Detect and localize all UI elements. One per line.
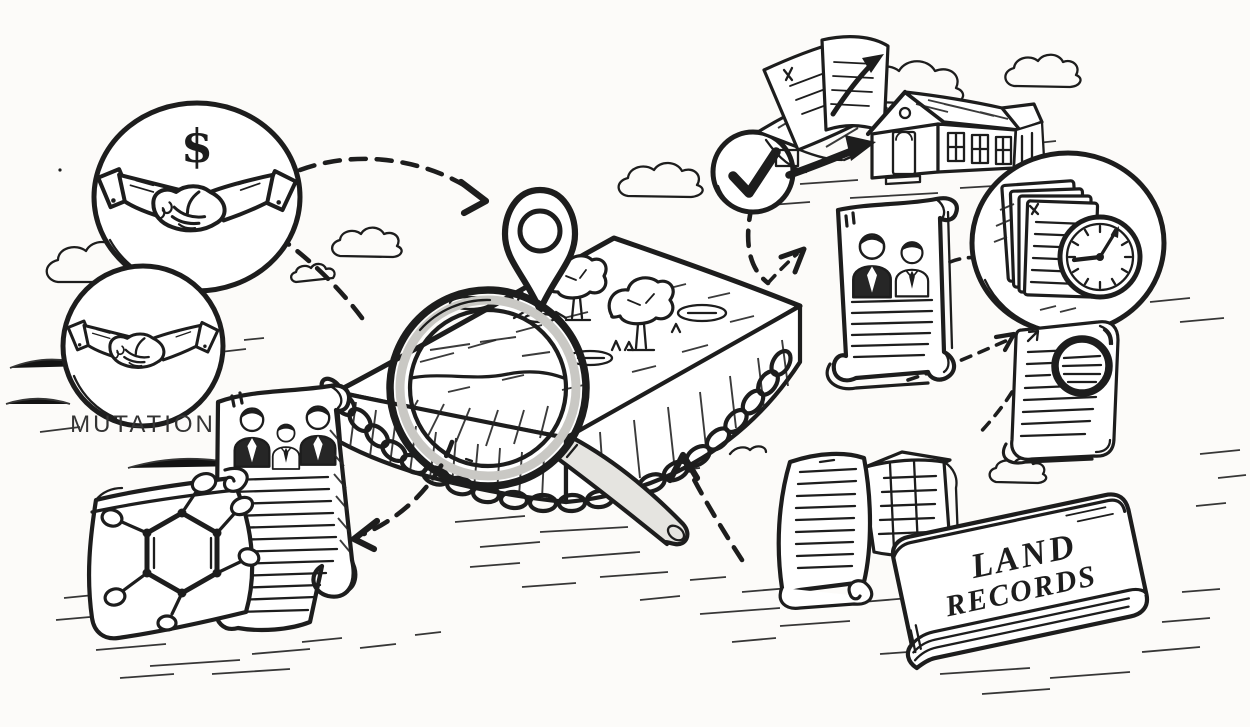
cloud-icon xyxy=(289,262,336,284)
arrowhead xyxy=(666,451,701,484)
check-circle-icon xyxy=(710,129,796,215)
land-parcel xyxy=(319,186,803,547)
location-pin-icon xyxy=(501,186,579,324)
cloud-icon xyxy=(330,226,403,259)
magnifier-icon xyxy=(386,286,690,547)
arrow-check-to-owners xyxy=(745,202,771,286)
land-records-book: LAND RECORDS xyxy=(890,492,1150,671)
windows xyxy=(946,131,1034,166)
arrow-plot-to-family xyxy=(361,439,455,537)
arrowhead xyxy=(845,135,876,161)
clock-icon xyxy=(1057,214,1143,300)
arrowhead xyxy=(993,331,1017,353)
molecule-icon xyxy=(100,471,261,632)
sale-handshake-badge: $ xyxy=(91,100,303,294)
arrowhead xyxy=(862,54,884,73)
arrowhead xyxy=(350,517,381,553)
link-owners-to-inspected xyxy=(906,338,1010,382)
mutation-label: MUTATION xyxy=(70,411,216,438)
arrow-sale-to-plot xyxy=(297,156,481,197)
documents-clock-badge xyxy=(969,150,1167,336)
cloud-icon xyxy=(1004,53,1082,89)
dollar-sign: $ xyxy=(181,119,213,173)
house-transfer xyxy=(756,35,1046,186)
check-mark xyxy=(728,147,781,198)
lens-view xyxy=(410,336,566,447)
deed-papers-icon xyxy=(762,35,890,162)
house-icon xyxy=(865,89,1046,186)
arrow-scrolls-to-plot xyxy=(683,461,745,563)
cloud-icon xyxy=(617,161,704,199)
text-magnifier-icon xyxy=(1051,335,1113,397)
mutation-handshake-badge: MUTATION xyxy=(60,263,226,438)
tree-icon xyxy=(607,276,675,352)
check-to-house-swoosh xyxy=(785,147,856,179)
arrowhead xyxy=(778,246,807,275)
cloud-icon xyxy=(728,445,768,456)
survey-sheet-icon xyxy=(86,466,261,641)
arrowhead xyxy=(457,178,490,217)
link-inspected-down xyxy=(975,390,1014,438)
arrow-check-to-owners-2 xyxy=(766,252,799,285)
inspected-document-icon xyxy=(1001,320,1120,465)
owners-scroll-icon xyxy=(825,196,959,391)
